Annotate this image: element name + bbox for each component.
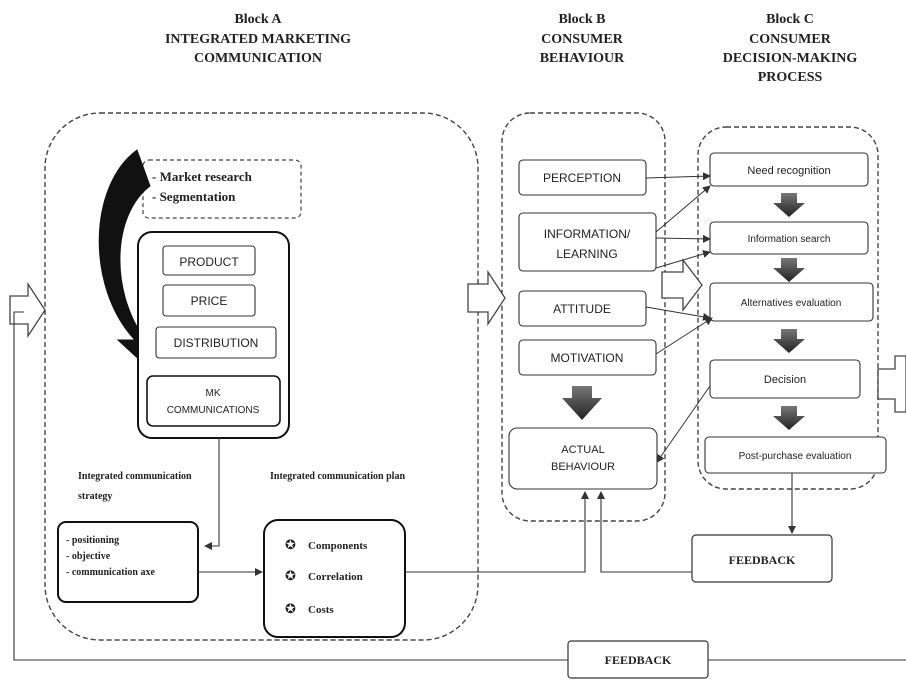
block-c-subtitle-3: PROCESS — [758, 70, 823, 85]
market-research-box: - Market research - Segmentation — [142, 159, 302, 219]
post-purchase-box — [704, 436, 887, 474]
block-c-subtitle-1: CONSUMER — [749, 32, 832, 47]
plan-to-behaviour-arrow — [405, 491, 589, 573]
block-a-subtitle-1: INTEGRATED MARKETING — [165, 32, 351, 47]
block-b-heading: Block B CONSUMER BEHAVIOUR — [540, 12, 625, 66]
information-label: INFORMATION/ — [544, 227, 631, 241]
block-c-container — [697, 126, 879, 490]
segmentation-label: - Segmentation — [152, 189, 236, 204]
alternatives-evaluation-box — [709, 282, 874, 322]
distribution-label: DISTRIBUTION — [174, 336, 259, 350]
block-a-container — [44, 112, 479, 641]
feedback-to-behaviour-arrow — [597, 491, 692, 573]
motivation-box — [518, 339, 657, 376]
plan-box: ✪ Components ✪ Correlation ✪ Costs — [263, 519, 406, 638]
attitude-box — [518, 290, 647, 327]
attitude-to-evaluation-arrow — [645, 306, 711, 321]
b-to-c-block-arrow-icon — [661, 258, 703, 312]
behaviour-label: BEHAVIOUR — [551, 461, 615, 473]
down-arrow-icon — [562, 386, 602, 420]
down-arrow-icon — [773, 406, 805, 430]
decision-label: Decision — [764, 374, 806, 386]
post-purchase-label: Post-purchase evaluation — [739, 451, 852, 462]
need-recognition-label: Need recognition — [747, 165, 830, 177]
distribution-box — [155, 326, 277, 359]
perception-label: PERCEPTION — [543, 171, 621, 185]
motivation-label: MOTIVATION — [551, 351, 624, 365]
curved-arrow-icon — [98, 149, 155, 366]
block-b-title: Block B — [558, 12, 605, 27]
a-to-b-block-arrow-icon — [467, 269, 506, 327]
alternatives-evaluation-label: Alternatives evaluation — [741, 298, 842, 309]
strategy-caption-line2: strategy — [78, 491, 112, 502]
block-a-subtitle-2: COMMUNICATION — [194, 51, 322, 66]
exit-block-arrow-icon — [877, 355, 906, 413]
down-arrow-icon — [773, 193, 805, 217]
block-b-container — [501, 112, 666, 522]
block-c-subtitle-2: DECISION-MAKING — [723, 51, 858, 66]
communication-axe-item: - communication axe — [66, 567, 155, 578]
outer-feedback-label: FEEDBACK — [605, 653, 672, 667]
need-recognition-box — [709, 152, 869, 187]
price-label: PRICE — [191, 294, 228, 308]
bullet-icon: ✪ — [285, 537, 296, 552]
objective-item: - objective — [66, 551, 111, 562]
market-research-label: - Market research — [152, 169, 253, 184]
inner-feedback-box — [691, 534, 833, 583]
block-a-heading: Block A INTEGRATED MARKETING COMMUNICATI… — [165, 12, 351, 66]
information-to-search-arrow — [655, 234, 711, 243]
motivation-to-evaluation-arrow — [655, 317, 713, 355]
inner-feedback-label: FEEDBACK — [729, 553, 796, 567]
learning-label: LEARNING — [556, 247, 617, 261]
strategy-caption-line1: Integrated communication — [78, 471, 192, 482]
plan-caption: Integrated communication plan — [270, 471, 405, 482]
down-arrow-icon — [773, 258, 805, 282]
information-search-label: Information search — [748, 234, 831, 245]
price-box — [162, 284, 256, 317]
mix-to-strategy-arrow — [204, 438, 220, 550]
actual-behaviour-box — [508, 427, 658, 490]
block-b-subtitle-2: BEHAVIOUR — [540, 51, 625, 66]
mk-label: MK — [206, 388, 221, 399]
marketing-mix-box: PRODUCT PRICE DISTRIBUTION MK COMMUNICAT… — [137, 231, 290, 439]
costs-item: Costs — [308, 604, 334, 616]
block-c-heading: Block C CONSUMER DECISION-MAKING PROCESS — [723, 12, 858, 85]
communications-label: COMMUNICATIONS — [167, 405, 260, 416]
decision-box — [709, 359, 861, 399]
attitude-label: ATTITUDE — [553, 302, 611, 316]
block-c-title: Block C — [766, 12, 814, 27]
actual-label: ACTUAL — [561, 444, 604, 456]
outer-feedback-loop-line — [13, 311, 568, 661]
perception-to-need-arrow — [645, 172, 711, 181]
down-arrow-icon — [773, 329, 805, 353]
bullet-icon: ✪ — [285, 568, 296, 583]
bullet-icon: ✪ — [285, 601, 296, 616]
information-to-need-arrow — [655, 185, 711, 233]
block-b-subtitle-1: CONSUMER — [541, 32, 624, 47]
positioning-item: - positioning — [66, 535, 119, 546]
decision-to-behaviour-arrow — [656, 385, 711, 463]
components-item: Components — [308, 540, 368, 552]
strategy-box: - positioning - objective - communicatio… — [57, 521, 199, 603]
block-a-title: Block A — [234, 12, 282, 27]
correlation-item: Correlation — [308, 571, 363, 583]
information-box — [518, 212, 657, 272]
product-box — [162, 245, 256, 276]
entry-block-arrow-icon — [9, 281, 46, 339]
mk-communications-box — [146, 375, 281, 427]
product-label: PRODUCT — [179, 255, 239, 269]
